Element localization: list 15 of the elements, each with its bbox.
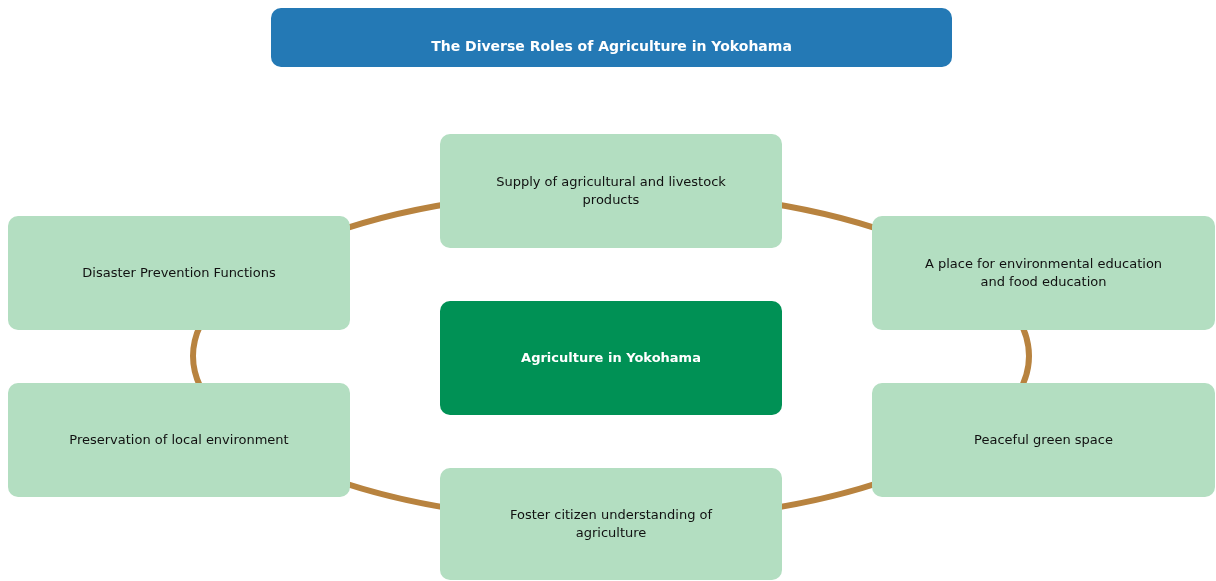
box-label: Peaceful green space [974, 431, 1113, 449]
hub-box [440, 301, 782, 415]
role-box [440, 134, 782, 248]
role-box [8, 383, 350, 497]
box-label: Disaster Prevention Functions [82, 264, 276, 282]
title-text: The Diverse Roles of Agriculture in Yokohama [431, 37, 792, 54]
box-label: Preservation of local environment [69, 431, 289, 449]
box-label: A place for environmental education and food education [923, 255, 1164, 291]
role-box [440, 468, 782, 580]
box-label: Agriculture in Yokohama [521, 349, 701, 367]
box-label: Foster citizen understanding of agriculture [508, 506, 714, 542]
role-box [872, 383, 1215, 497]
role-box [872, 216, 1215, 330]
role-box [8, 216, 350, 330]
box-label: Supply of agricultural and livestock products [495, 173, 727, 209]
